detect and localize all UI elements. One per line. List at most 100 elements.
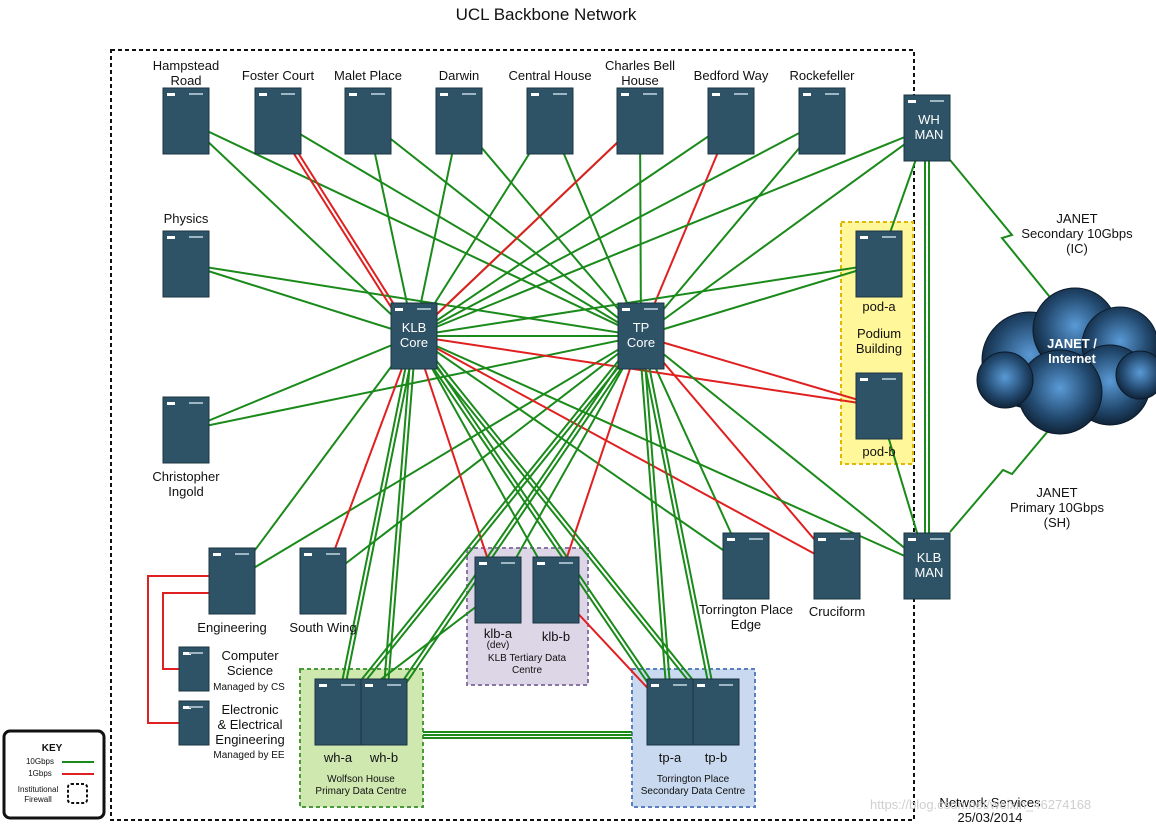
label-klbb: klb-b [541,629,571,644]
link-bedford-tp [640,120,732,337]
switch-icon-malet[interactable] [344,87,392,155]
label-malet: Malet Place [334,68,402,83]
link-klbman-klb [413,335,928,567]
switch-icon-cruciform[interactable] [813,532,861,600]
link-charles-klb-1g [413,120,641,337]
label-janet-cloud: JANET /Internet [1047,336,1097,366]
switch-icon-tpb[interactable] [692,678,740,746]
internet-cloud-icon [976,287,1156,435]
label-bedford: Bedford Way [693,68,769,83]
switch-icon-rockefeller[interactable] [798,87,846,155]
label-klba: klb-a [483,626,513,641]
link-physics-tp [185,263,642,337]
label-tpb: tp-b [704,750,728,765]
link-tp-whb [384,336,644,714]
label-cs-sub: Managed by CS [213,682,285,693]
key-title: KEY [41,743,63,754]
janet-secondary-link [949,159,1063,313]
switch-icon-wha[interactable] [314,678,362,746]
link-tpcore-klbb [555,335,642,591]
switch-icon-central[interactable] [526,87,574,155]
link-malet-klb [367,120,415,337]
switch-icon-whman[interactable] [903,94,951,162]
link-eng-cs [162,592,232,670]
label-wha: wh-a [323,750,353,765]
link-klb-tpb [414,334,719,712]
link-central-tp [549,120,642,337]
switch-icon-christopher[interactable] [162,396,210,464]
switch-icon-foster[interactable] [254,87,302,155]
link-hampstead-tp [185,120,642,337]
switch-icon-charles[interactable] [616,87,664,155]
label-ee-sub: Managed by EE [213,750,285,761]
link-central-klb [413,120,551,337]
switch-icon-bedford[interactable] [707,87,755,155]
label-engineering: Engineering [197,620,267,635]
watermark-text: https://blog.csdn.net/weixin_46274168 [870,797,1092,812]
switch-icon-whb[interactable] [360,678,408,746]
link-klb-wha-b [335,335,414,712]
link-klb-whb [384,336,417,713]
page-title: UCL Backbone Network [455,5,637,24]
switch-icon-torrington_edge[interactable] [722,532,770,600]
link-torrington_edge-klb [413,335,747,567]
link-foster-klb-1g [273,122,412,339]
switch-icon-hampstead[interactable] [162,87,210,155]
switch-icon-tpcore[interactable] [617,302,665,370]
label-rockefeller: Rockefeller [789,68,855,83]
label-whb: wh-b [369,750,399,765]
link-rockefeller-tp [640,120,823,337]
legend-key [2,729,106,820]
label-darwin: Darwin [438,68,480,83]
link-klb-whb-b [381,335,414,712]
link-klb-wha [338,336,417,713]
key-10gbps: 10Gbps [25,757,55,766]
switch-icon-tpa[interactable] [646,678,694,746]
link-physics-klb [185,263,415,337]
label-cruciform: Cruciform [808,604,866,619]
switch-icon-darwin[interactable] [435,87,483,155]
label-foster: Foster Court [241,68,315,83]
link-foster-klb [277,120,415,337]
link-engineering-klb [231,335,415,582]
janet-primary-link [949,411,1065,533]
link-klbcore-klba [413,335,499,591]
link-eng-ee [147,575,232,724]
link-klbman-tp [640,335,928,567]
switch-icon-klbcore[interactable] [390,302,438,370]
label-physics: Physics [163,211,209,226]
switch-icon-klbman[interactable] [903,532,951,600]
switch-icon-klbb[interactable] [532,556,580,624]
link-torrington_edge-tp [640,335,747,567]
link-klb-tpa-b [411,336,670,714]
switch-icon-podb[interactable] [855,372,903,440]
link-klb-tpb-b [411,336,716,714]
switch-icon-physics[interactable] [162,230,210,298]
switch-icon-poda[interactable] [855,230,903,298]
link-engineering-tp [231,335,642,582]
link-tp-whb-b [381,334,641,712]
switch-icon-klba[interactable] [474,556,522,624]
label-tpa: tp-a [658,750,682,765]
key-1gbps: 1Gbps [28,769,52,778]
switch-icon-cs[interactable] [178,646,210,692]
switch-icon-engineering[interactable] [208,547,256,615]
label-podb: pod-b [862,444,896,459]
link-cruciform-klb [413,335,838,567]
link-malet-tp [367,120,642,337]
switch-icon-ee[interactable] [178,700,210,746]
switch-icon-southwing[interactable] [299,547,347,615]
link-tp-tpb-b [638,336,716,713]
